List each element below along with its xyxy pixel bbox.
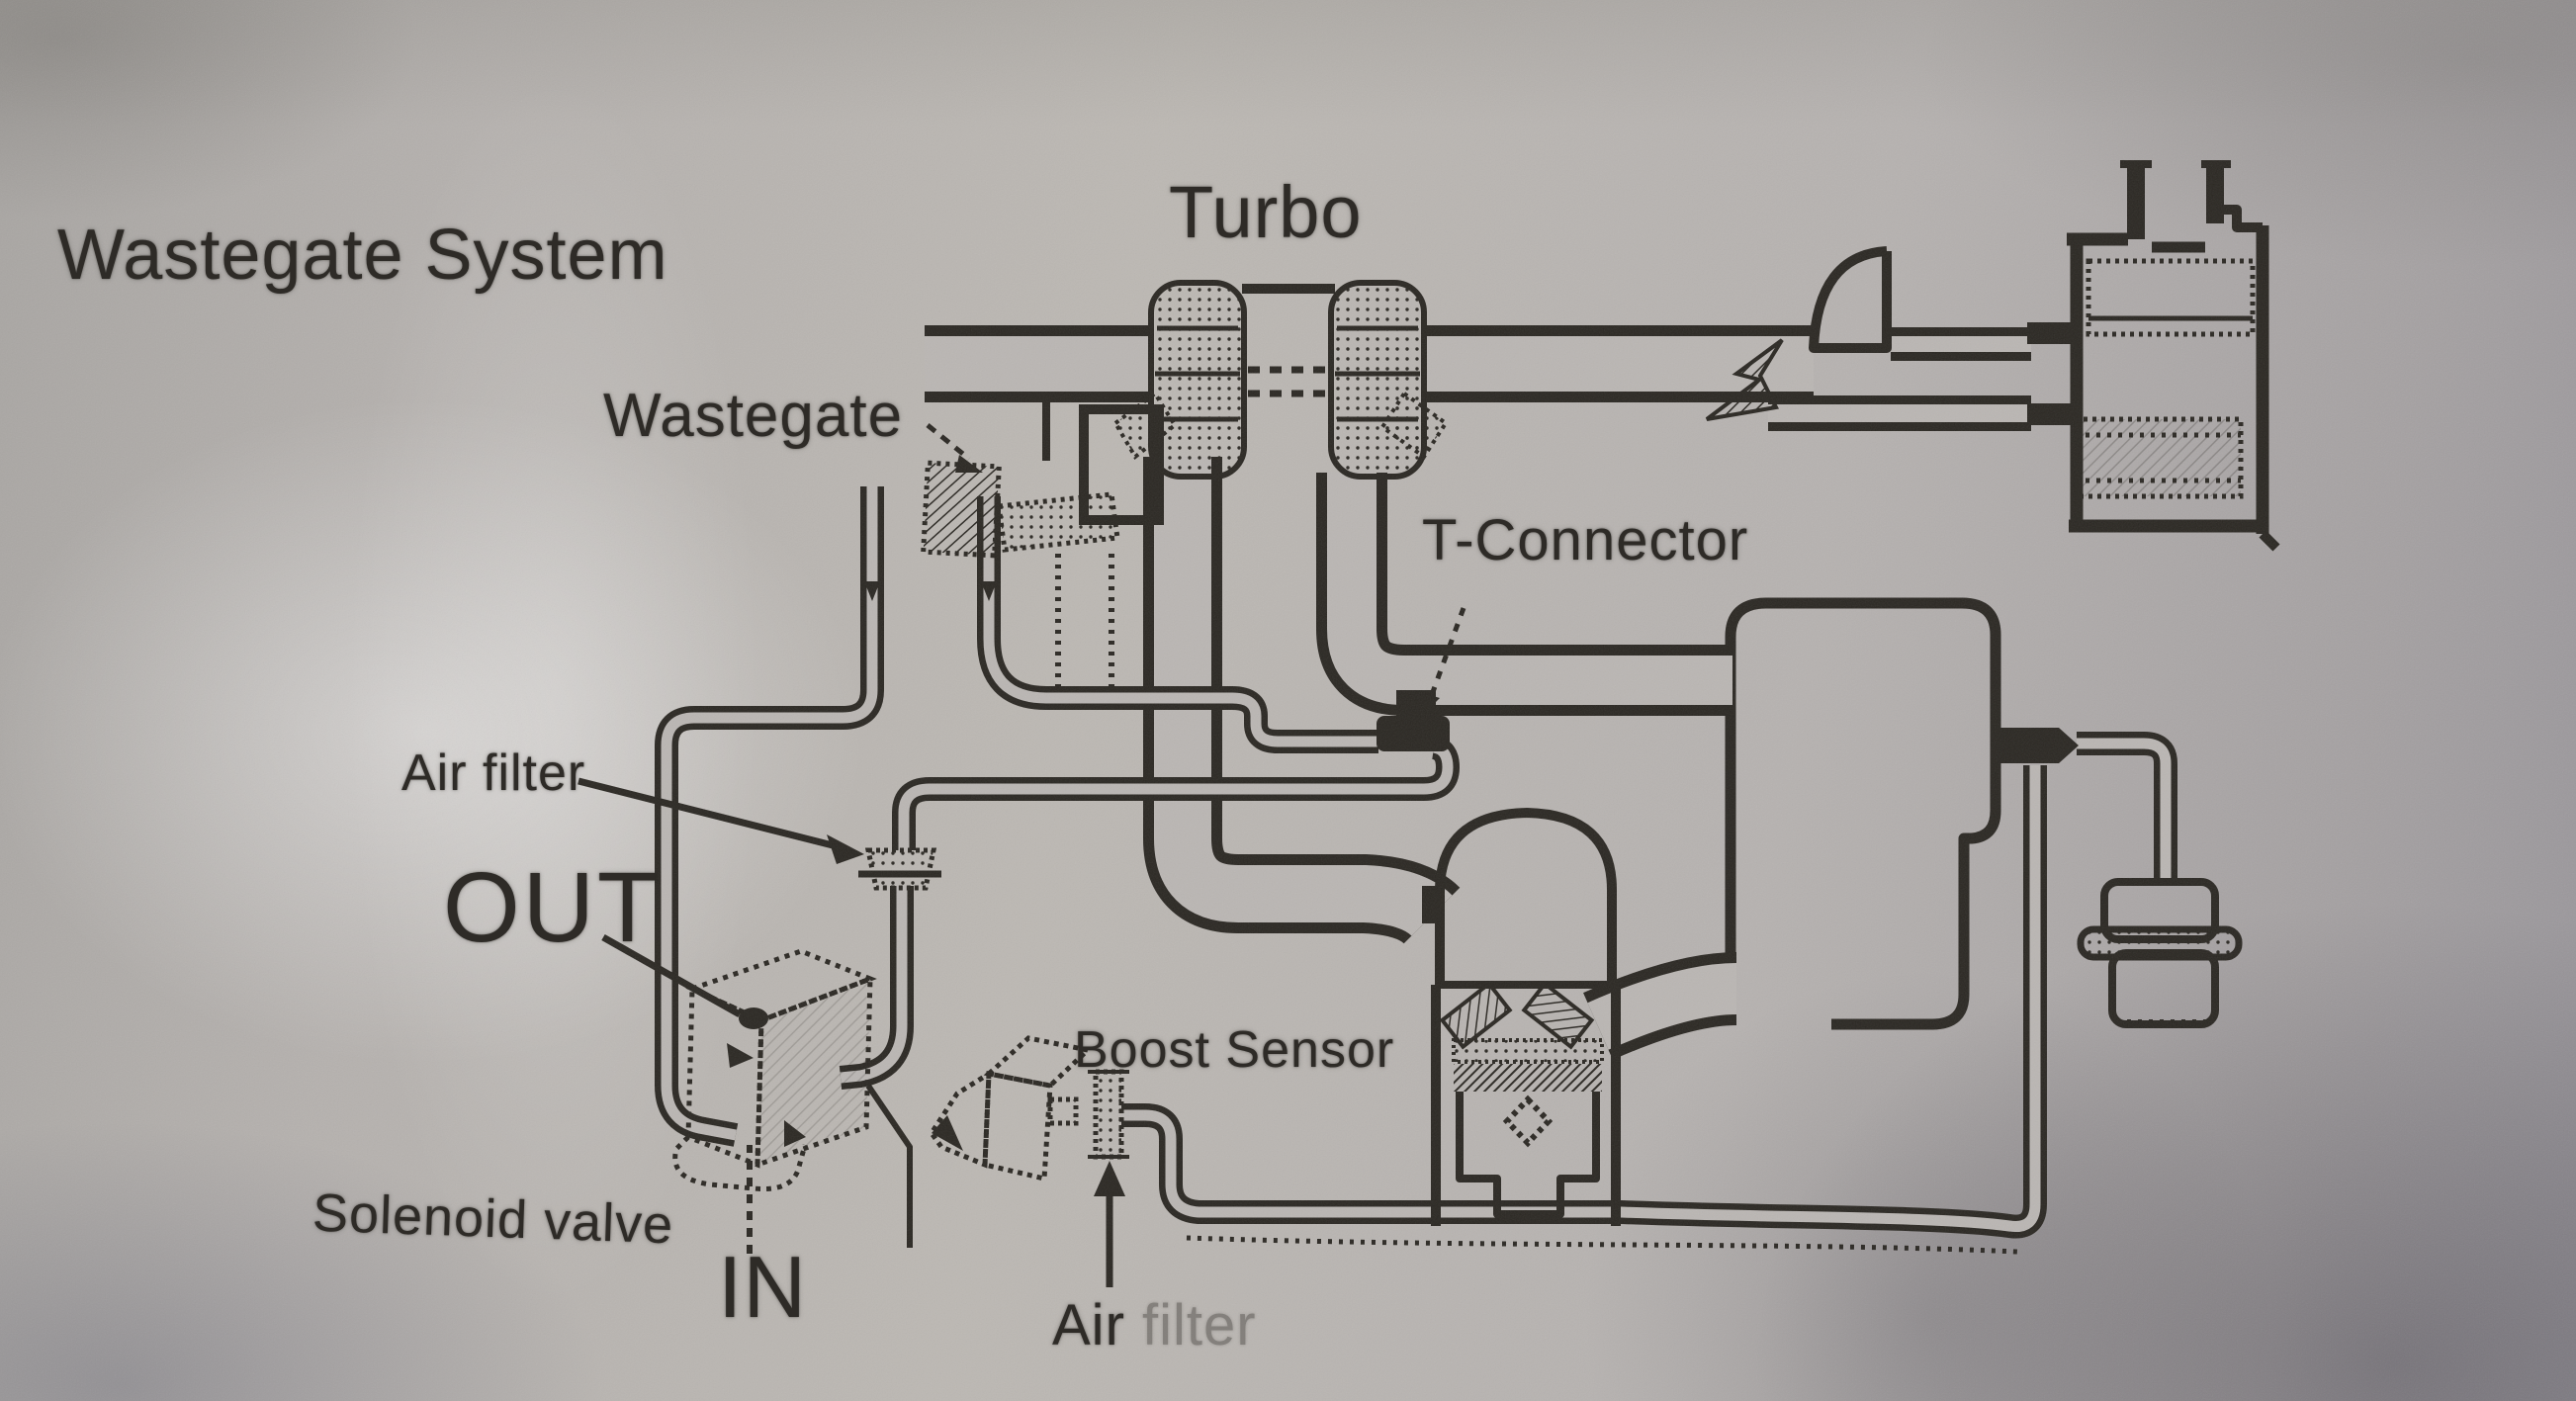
label-air-filter: Air filter <box>401 744 586 802</box>
label-out: OUT <box>443 852 662 963</box>
label-wastegate: Wastegate <box>603 382 904 450</box>
label-air-filter-bottom: Air filter <box>1052 1297 1257 1355</box>
label-boost-sensor: Boost Sensor <box>1074 1021 1395 1079</box>
label-t-connector: T-Connector <box>1422 508 1749 572</box>
label-air-filter-bottom-word2: filter <box>1142 1293 1257 1357</box>
label-solenoid-valve: Solenoid valve <box>311 1182 675 1256</box>
label-turbo: Turbo <box>1169 171 1363 253</box>
label-in: IN <box>718 1238 807 1336</box>
label-air-filter-bottom-word1: Air <box>1052 1293 1125 1357</box>
page-title: Wastegate System <box>57 216 668 295</box>
